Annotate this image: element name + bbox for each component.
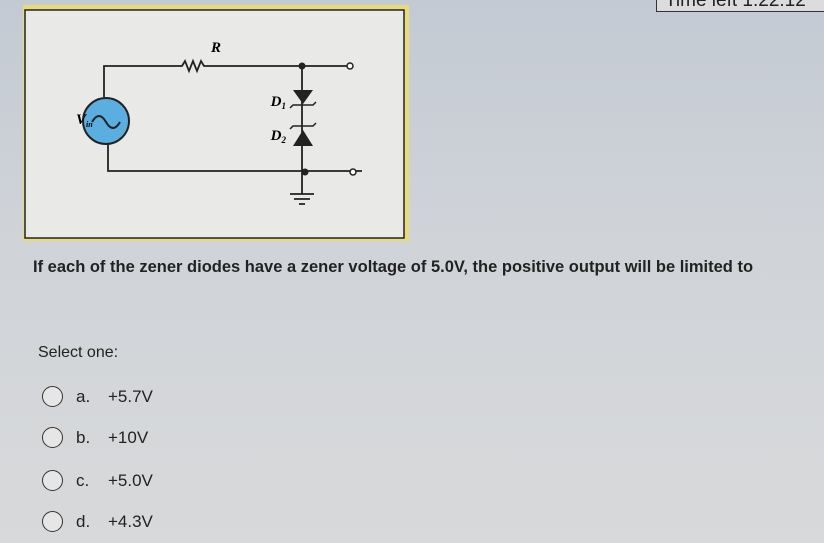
output-terminal-top	[346, 62, 354, 70]
option-letter: d.	[76, 511, 91, 531]
time-left-text: Time left 1:22:12	[665, 0, 806, 11]
d2-label: D2	[270, 128, 287, 145]
junction-dot	[298, 62, 306, 70]
source-label: Vin	[76, 112, 93, 129]
option-letter: a.	[76, 386, 91, 406]
select-one-label: Select one:	[38, 344, 119, 361]
option-a[interactable]: a. +5.7V	[42, 386, 153, 407]
ground-wire	[107, 144, 362, 172]
option-text: +5.7V	[108, 386, 153, 406]
radio-button[interactable]	[42, 386, 63, 407]
radio-button[interactable]	[42, 511, 63, 532]
radio-button[interactable]	[42, 470, 63, 491]
question-text: If each of the zener diodes have a zener…	[33, 258, 754, 276]
option-text: +10V	[108, 427, 149, 447]
resistor-wire	[103, 58, 347, 97]
option-c[interactable]: c. +5.0V	[42, 470, 153, 491]
option-d[interactable]: d. +4.3V	[42, 511, 153, 532]
junction-dot	[301, 168, 309, 176]
zener-d2-bar	[289, 122, 317, 130]
time-left-indicator: Time left 1:22:12	[656, 0, 824, 12]
ground-icon	[290, 193, 314, 205]
option-text: +5.0V	[108, 470, 153, 490]
circuit-diagram: R Vin D1 D2	[23, 5, 409, 241]
option-letter: b.	[76, 427, 91, 447]
option-b[interactable]: b. +10V	[42, 427, 148, 448]
output-terminal-bottom	[349, 168, 357, 176]
option-text: +4.3V	[108, 511, 153, 531]
resistor-label: R	[210, 40, 221, 56]
radio-button[interactable]	[42, 427, 63, 448]
zener-d1-icon	[293, 90, 313, 104]
option-letter: c.	[76, 470, 90, 490]
zener-d1-bar	[289, 101, 317, 109]
d1-label: D1	[270, 94, 286, 111]
sine-wave-icon	[91, 115, 121, 129]
zener-d2-icon	[293, 130, 313, 146]
